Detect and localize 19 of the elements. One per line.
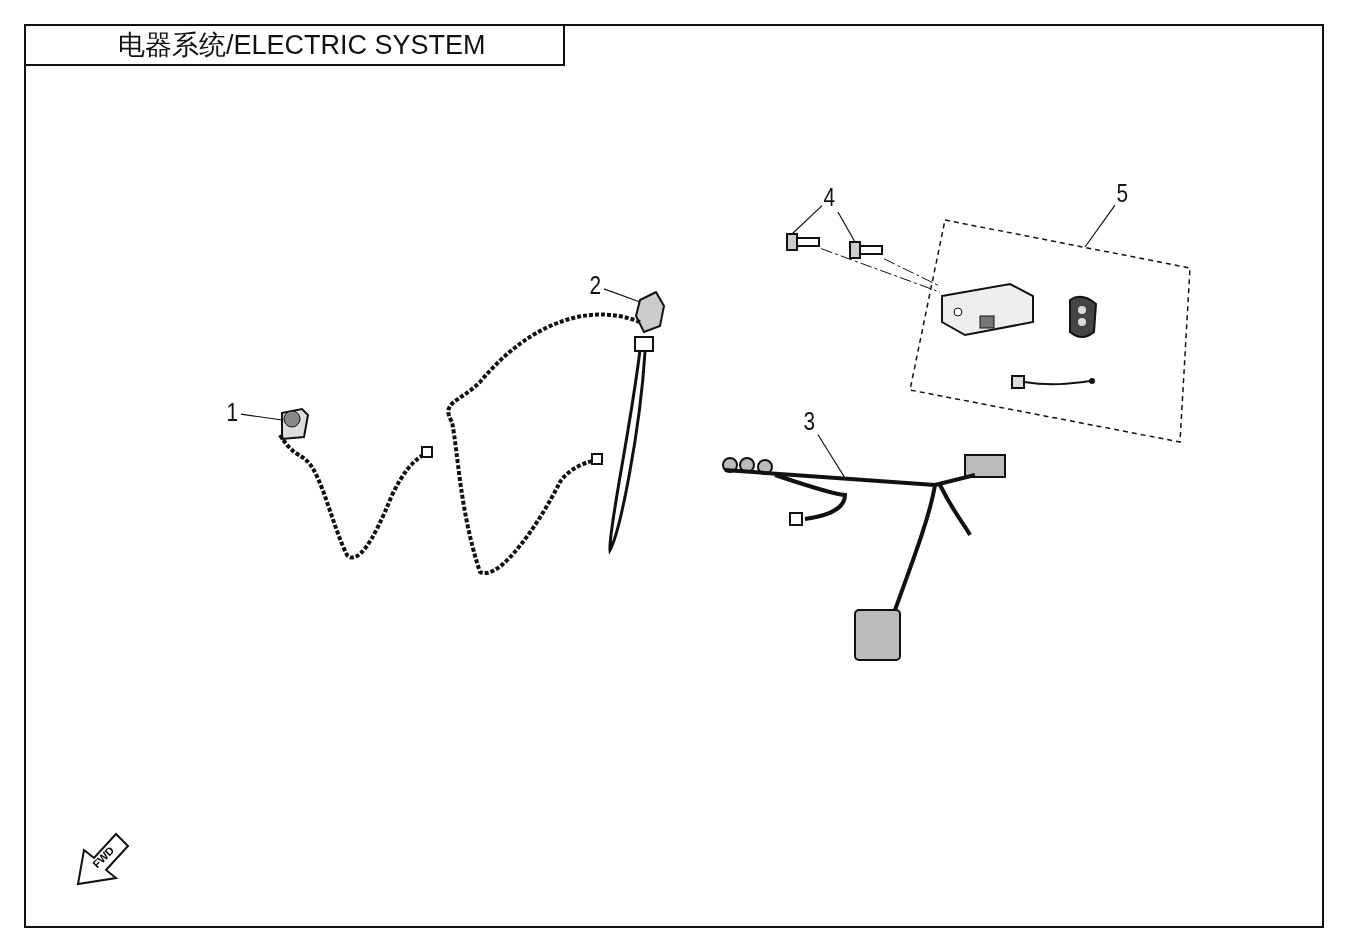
leader-line [603,288,641,303]
cable-drawing [1010,372,1098,392]
leader-line [791,205,823,235]
leader-line [240,413,283,421]
callout-number: 2 [589,272,603,300]
title-block: 电器系统/ELECTRIC SYSTEM [24,24,565,66]
leader-line [837,211,856,243]
callout-number: 1 [226,399,240,427]
control-module-drawing [940,282,1035,337]
bolt-drawing [848,240,884,260]
leader-line [1084,204,1116,248]
callout-number: 3 [803,408,817,436]
leader-line [817,434,846,479]
callout-number: 4 [823,184,837,212]
center-line [820,248,941,293]
center-line [883,258,941,287]
bolt-drawing [785,232,821,252]
callout-number: 5 [1116,180,1130,208]
dashed-group-outline [910,220,1190,442]
